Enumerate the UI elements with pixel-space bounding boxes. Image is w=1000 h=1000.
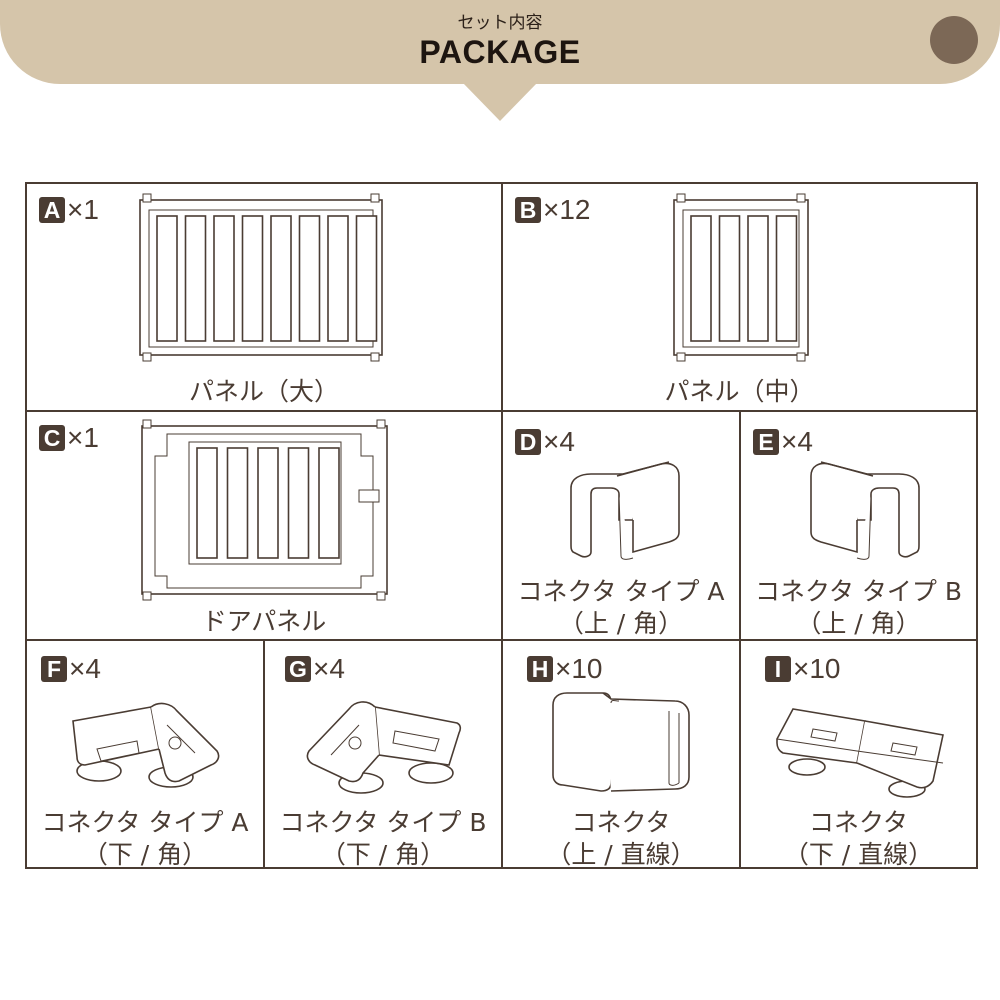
item-name: コネクタ: [571, 808, 671, 837]
item-name: パネル（中）: [664, 377, 815, 406]
panel-slat: [318, 447, 340, 559]
panel-slat: [196, 447, 218, 559]
item-name: コネクタ タイプ A: [517, 577, 725, 606]
panel-slat: [287, 447, 310, 559]
header-banner: セット内容 PACKAGE: [0, 0, 1000, 84]
item-sub-name: （上 / 角）: [558, 609, 684, 638]
header-pointer: [463, 83, 537, 121]
item-quantity: ×4: [781, 426, 813, 457]
item-quantity: ×12: [543, 194, 591, 225]
package-item-i: I ×10 コネクタ （下 / 直線）: [739, 639, 978, 869]
package-item-f: F ×4 コネクタ タイプ A （下 / 角）: [25, 639, 265, 869]
item-name: コネクタ タイプ A: [41, 808, 249, 837]
straight-connector-top-icon: [552, 692, 690, 792]
package-item-a: A ×1 パネル（大）: [25, 182, 503, 412]
straight-connector-bottom-icon: [776, 708, 944, 798]
header-title: PACKAGE: [419, 34, 581, 70]
panel-slat: [184, 215, 207, 342]
item-name: コネクタ: [808, 808, 908, 837]
header-subtitle: セット内容: [457, 13, 543, 33]
item-quantity: ×10: [793, 653, 841, 684]
package-item-d: D ×4 コネクタ タイプ A （上 / 角）: [501, 410, 741, 641]
item-quantity: ×10: [555, 653, 603, 684]
corner-connector-top-b-icon: [810, 461, 920, 560]
panel-slat: [257, 447, 279, 559]
item-letter-badge: A: [39, 197, 65, 223]
panel-slat: [747, 215, 769, 342]
panel-slat: [298, 215, 321, 342]
item-name: パネル（大）: [188, 377, 339, 406]
package-item-b: B ×12 パネル（中）: [501, 182, 978, 412]
panel-slat: [213, 215, 235, 342]
package-item-e: E ×4 コネクタ タイプ B （上 / 角）: [739, 410, 978, 641]
item-letter-badge: G: [285, 656, 311, 682]
item-name: コネクタ タイプ B: [754, 577, 963, 606]
panel-slat: [718, 215, 741, 342]
item-letter-badge: H: [527, 656, 553, 682]
door-panel-icon: [141, 419, 388, 601]
decorative-dot-icon: [930, 16, 978, 64]
item-name: ドアパネル: [201, 607, 327, 636]
package-item-c: C ×1 ドアパネル: [25, 410, 503, 641]
item-sub-name: （下 / 角）: [82, 840, 208, 869]
panel-slat: [226, 447, 249, 559]
item-sub-name: （上 / 角）: [796, 609, 921, 638]
item-letter-badge: B: [515, 197, 541, 223]
item-sub-name: （上 / 直線）: [546, 840, 696, 869]
package-item-h: H ×10 コネクタ （上 / 直線）: [501, 639, 741, 869]
item-sub-name: （下 / 直線）: [783, 840, 934, 869]
panel-slat: [355, 215, 378, 342]
item-quantity: ×4: [543, 426, 575, 457]
item-letter-badge: D: [515, 429, 541, 455]
item-letter-badge: F: [41, 656, 67, 682]
item-quantity: ×1: [67, 422, 99, 453]
corner-connector-top-a-icon: [570, 461, 680, 560]
panel-slat: [156, 215, 178, 342]
item-letter-badge: I: [765, 656, 791, 682]
item-quantity: ×4: [69, 653, 101, 684]
item-letter-badge: E: [753, 429, 779, 455]
item-name: コネクタ タイプ B: [279, 808, 487, 837]
panel-slat: [241, 215, 264, 342]
panel-slat: [690, 215, 712, 342]
panel-slat: [775, 215, 798, 342]
medium-panel-icon: [673, 193, 809, 362]
panel-slat: [327, 215, 349, 342]
item-letter-badge: C: [39, 425, 65, 451]
panel-slat: [270, 215, 292, 342]
item-quantity: ×4: [313, 653, 345, 684]
corner-connector-bottom-b-icon: [306, 701, 462, 794]
item-quantity: ×1: [67, 194, 99, 225]
item-sub-name: （下 / 角）: [320, 840, 446, 869]
package-item-g: G ×4 コネクタ タイプ B （下 / 角）: [263, 639, 503, 869]
large-panel-icon: [139, 193, 383, 362]
corner-connector-bottom-a-icon: [72, 702, 220, 788]
